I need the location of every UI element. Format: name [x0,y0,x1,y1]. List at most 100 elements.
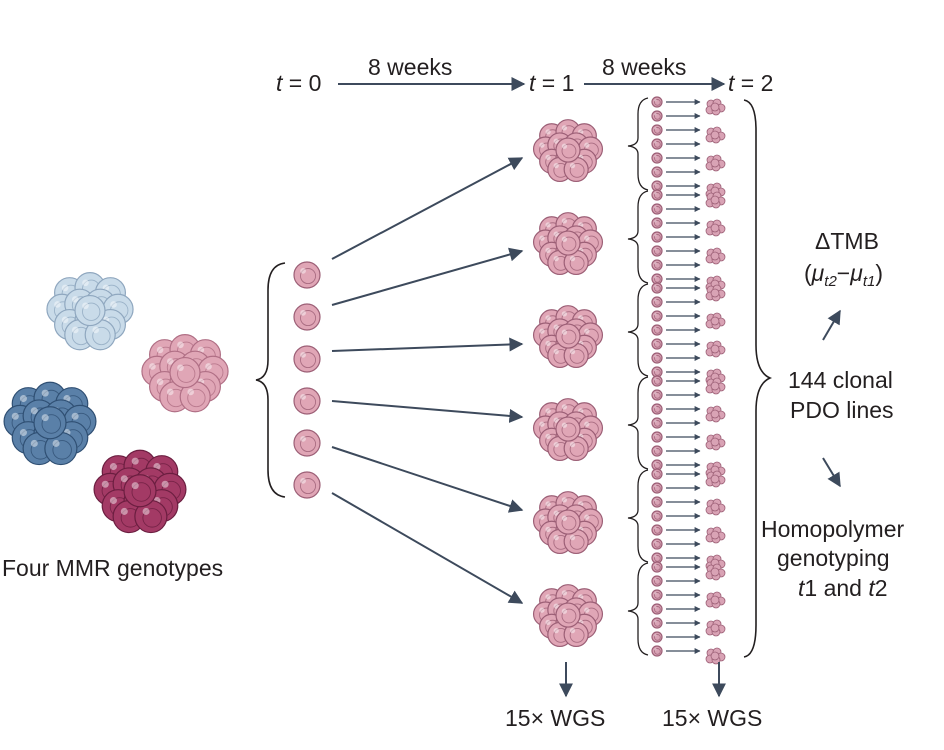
organoid-brace [627,562,649,656]
cluster-cell [555,509,581,535]
single-cell [293,429,321,457]
organoid [532,212,604,276]
subclone-cell [651,645,663,657]
subclone-organoid [705,591,726,609]
subclone-organoid [705,154,726,172]
single-cell [293,261,321,289]
subclone-cell [651,152,663,164]
subclone-cell [651,389,663,401]
cluster-cell [33,406,67,440]
t0-label: t = 0 [276,70,321,96]
subclone-cell [651,338,663,350]
subclone-cell [651,138,663,150]
subclone-cell [651,96,663,108]
single-cells [293,261,321,499]
mu-difference-label: (μt2−μt1) [804,260,883,290]
subclone-cell [651,617,663,629]
subclone-cell [651,231,663,243]
single-cell [293,303,321,331]
down-arrow [822,457,841,488]
subclone-cell [651,324,663,336]
subclone-cell [651,352,663,364]
subclone-cell [651,561,663,573]
subclone-organoid [705,470,726,488]
organoid [532,305,604,369]
subclone-cell [651,273,663,285]
subclone-organoid [705,405,726,423]
t1-label: t = 1 [529,70,574,96]
genotype-clusters [3,272,229,534]
cluster-cell [169,356,201,389]
subclone-cell [651,403,663,415]
subclone-cell [651,431,663,443]
interval-label-2: 8 weeks [602,54,686,80]
subclone-cell [651,166,663,178]
delta-tmb-label: ΔTMB [815,228,879,254]
subclone-cell [651,259,663,271]
wgs-label-right: 15× WGS [662,705,762,731]
organoid-brace [627,97,649,191]
cluster-cell [555,323,581,349]
subclone-organoid [705,219,726,237]
single-cell-brace [255,262,286,498]
subclone-cell [651,217,663,229]
cluster-cell [555,137,581,163]
subclone-organoid [705,563,726,581]
subclone-organoid [705,498,726,516]
subclone-cell [651,482,663,494]
homopolymer-label-1: Homopolymer [761,516,904,542]
subclone-cell [651,310,663,322]
clonal-lines-label-1: 144 clonal [788,367,893,393]
subclone-organoid [705,247,726,265]
subclone-cell [651,603,663,615]
subclone-cell [651,538,663,550]
interval-label-1: 8 weeks [368,54,452,80]
subclone-organoid [705,340,726,358]
homopolymer-label-3: t1 and t2 [798,575,888,601]
organoid-brace [627,469,649,563]
single-cell [293,345,321,373]
expansion-arrow [331,492,524,604]
subclone-cell [651,468,663,480]
organoid-brace [627,376,649,470]
organoid-brace [627,190,649,284]
subclone-organoid [705,647,726,665]
subclone-cell [651,282,663,294]
expansion-arrows [331,157,524,604]
subclone-cell [651,189,663,201]
subclone-organoid [705,377,726,395]
cluster-cell [563,342,589,369]
homopolymer-label-2: genotyping [777,545,890,571]
genotype-cluster-maroon [93,449,187,534]
pdo-lines-brace [743,99,773,658]
subclone-organoid [705,98,726,116]
cluster-cell [555,602,581,628]
cluster-cell [555,416,581,442]
expansion-arrow [331,157,524,260]
subclone-cell [651,124,663,136]
organoids [532,119,604,648]
subclone-cell [651,203,663,215]
right-panel: ΔTMB (μt2−μt1) 144 clonal PDO lines Homo… [761,228,904,601]
organoid [532,491,604,555]
subclone-cell [651,445,663,457]
up-arrow [822,309,841,341]
subclone-cell [651,631,663,643]
subclone-cell [651,589,663,601]
expansion-arrow [331,337,524,352]
genotype-cluster-light-blue [46,272,134,351]
subclone-cell [651,496,663,508]
genotype-cluster-pink [141,334,229,413]
genotypes-label: Four MMR genotypes [2,555,223,581]
timeline: t = 0 8 weeks t = 1 8 weeks t = 2 [276,54,773,96]
subclone-organoid [705,433,726,451]
subclone-cell [651,296,663,308]
subclone-cell [651,417,663,429]
subclone-organoid [705,526,726,544]
subclone-cell [651,110,663,122]
t2-label: t = 2 [728,70,773,96]
cluster-cell [563,249,589,276]
subclone-organoid [705,312,726,330]
expansion-arrow [331,446,524,513]
